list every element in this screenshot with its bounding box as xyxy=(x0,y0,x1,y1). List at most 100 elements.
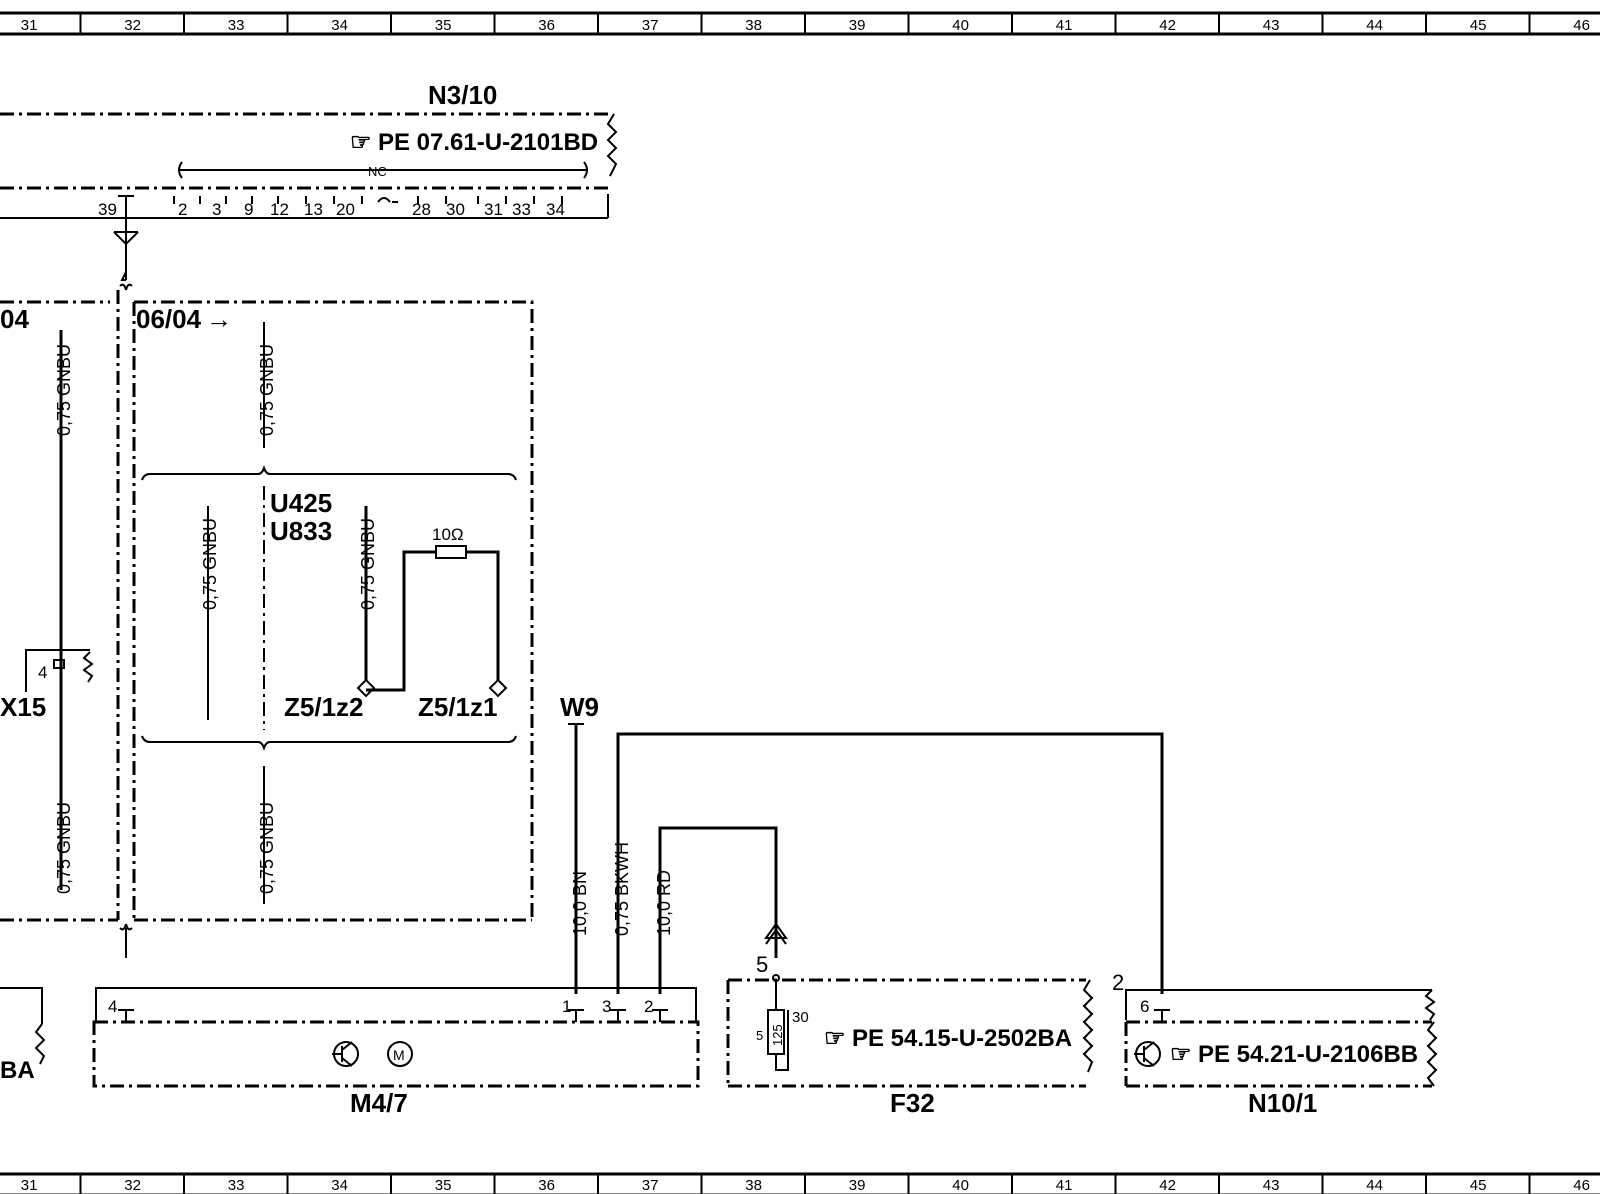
ruler-label: 43 xyxy=(1263,1177,1280,1194)
n10-1-pin: 6 xyxy=(1140,997,1149,1016)
ruler-label: 38 xyxy=(745,1177,762,1194)
m4-7-pin: 3 xyxy=(602,997,611,1016)
z5-1z1-label: Z5/1z1 xyxy=(418,692,498,722)
ruler-label: 31 xyxy=(21,1177,38,1194)
n3-pin: 12 xyxy=(270,200,289,219)
gnbu-wires: 0,75 GNBU 0,75 GNBU 0,75 GNBU 0,75 GNBU … xyxy=(54,322,378,904)
n3-pin: 33 xyxy=(512,200,531,219)
n3-pin: 2 xyxy=(178,200,187,219)
m4-7-pin: 2 xyxy=(644,997,653,1016)
ruler-label: 42 xyxy=(1159,1177,1176,1194)
fuse-pin-left: 5 xyxy=(756,1028,763,1043)
wire-bkwh: 0,75 BKWH xyxy=(612,842,632,936)
n3-pin: 34 xyxy=(546,200,565,219)
n3-pin: 31 xyxy=(484,200,503,219)
wire-gnbu-5: 0,75 GNBU xyxy=(200,518,220,610)
ruler-label: 46 xyxy=(1573,1177,1590,1194)
wire-rd: 10,0 RD xyxy=(654,870,674,936)
ruler-label: 40 xyxy=(952,1177,969,1194)
f32-ref-icon: ☞ xyxy=(824,1025,846,1052)
x15-label: X15 xyxy=(0,692,46,722)
variant-code: U425 xyxy=(270,488,332,518)
component-f32: 5 125 5 30 ☞ PE 54.15-U-2502BA F32 xyxy=(726,952,1094,1118)
m4-7-pin: 1 xyxy=(562,997,571,1016)
ruler-label: 32 xyxy=(124,17,141,34)
n3-10-break-mark xyxy=(606,113,618,177)
ruler-label: 35 xyxy=(435,17,452,34)
n3-10-ref: PE 07.61-U-2101BD xyxy=(378,129,598,156)
ruler-label: 45 xyxy=(1470,1177,1487,1194)
n3-pin: 39 xyxy=(98,200,117,219)
left-fragment-text: BA xyxy=(0,1057,35,1084)
variant-code: U833 xyxy=(270,516,332,546)
n10-1-outer-pin: 2 xyxy=(1112,970,1124,995)
ruler-label: 35 xyxy=(435,1177,452,1194)
ruler-label: 31 xyxy=(21,17,38,34)
n3-pin: 3 xyxy=(212,200,221,219)
n3-pin: 20 xyxy=(336,200,355,219)
ruler-label: 34 xyxy=(331,1177,348,1194)
component-m4-7: 4 1 3 2 M M4/7 xyxy=(92,987,700,1118)
component-x15: 4 X15 xyxy=(0,649,94,722)
ruler-label: 33 xyxy=(228,1177,245,1194)
left-fragment: BA xyxy=(0,987,46,1084)
m4-7-label: M4/7 xyxy=(350,1088,408,1118)
ruler-label: 36 xyxy=(538,1177,555,1194)
n3-10-label: N3/10 xyxy=(428,80,497,110)
ruler-label: 33 xyxy=(228,17,245,34)
ruler-label: 36 xyxy=(538,17,555,34)
svg-text:→: → xyxy=(206,304,232,334)
f32-pin: 5 xyxy=(756,952,768,977)
w9-label: W9 xyxy=(560,692,599,722)
z5-1z1-splice-icon xyxy=(488,678,508,698)
ruler-label: 38 xyxy=(745,17,762,34)
n3-pin: 28 xyxy=(412,200,431,219)
z5-1z2-splice-icon xyxy=(356,678,376,698)
w9-wires: W9 10,0 BN 0,75 BKWH 10,0 RD xyxy=(560,692,1164,994)
ruler-label: 41 xyxy=(1056,17,1073,34)
ruler-label: 39 xyxy=(849,1177,866,1194)
nc-label: NC xyxy=(368,164,387,179)
wire-gnbu-3: 0,75 GNBU xyxy=(257,344,277,436)
ruler-label: 44 xyxy=(1366,1177,1383,1194)
n3-pin: 13 xyxy=(304,200,323,219)
wire-gnbu-1: 0,75 GNBU xyxy=(54,344,74,436)
component-n3-10: N3/10 ☞ PE 07.61-U-2101BD NC 39 2 3 9 12… xyxy=(0,80,618,219)
n3-10-ref-icon: ☞ xyxy=(350,129,372,156)
n10-1-ref: PE 54.21-U-2106BB xyxy=(1198,1041,1418,1068)
svg-text:M: M xyxy=(393,1047,405,1063)
z5-1z2-label: Z5/1z2 xyxy=(284,692,364,722)
ruler-label: 37 xyxy=(642,17,659,34)
variant-left: 04 xyxy=(0,304,29,334)
n10-1-label: N10/1 xyxy=(1248,1088,1317,1118)
fuse-pin-right: 30 xyxy=(792,1009,809,1026)
ruler-label: 46 xyxy=(1573,17,1590,34)
x15-pin: 4 xyxy=(38,663,47,682)
wire-gnbu-4: 0,75 GNBU xyxy=(257,802,277,894)
variant-block: 04 06/04 → U425 U833 xyxy=(0,283,534,958)
ruler-label: 45 xyxy=(1470,17,1487,34)
f32-label: F32 xyxy=(890,1088,935,1118)
ruler-label: 32 xyxy=(124,1177,141,1194)
resistor-network: 10Ω Z5/1z2 Z5/1z1 xyxy=(284,525,508,722)
ruler-label: 40 xyxy=(952,17,969,34)
ruler-label: 39 xyxy=(849,17,866,34)
n3-pin: 30 xyxy=(446,200,465,219)
ruler-label: 37 xyxy=(642,1177,659,1194)
ruler-label: 43 xyxy=(1263,17,1280,34)
f32-ref: PE 54.15-U-2502BA xyxy=(852,1025,1072,1052)
n3-pin: 9 xyxy=(244,200,253,219)
motor-icon xyxy=(387,1041,413,1067)
ruler-label: 42 xyxy=(1159,17,1176,34)
m4-7-pin: 4 xyxy=(108,997,117,1016)
n10-1-ref-icon: ☞ xyxy=(1170,1041,1192,1068)
resistor-value: 10Ω xyxy=(432,525,464,544)
pin-39-connection xyxy=(113,200,139,281)
component-n10-1: 2 6 ☞ PE 54.21-U-2106BB N10/1 xyxy=(1112,970,1438,1118)
fuse-rating: 125 xyxy=(770,1024,785,1046)
variant-right: 06/04 xyxy=(136,304,202,334)
wire-gnbu-6: 0,75 GNBU xyxy=(358,518,378,610)
